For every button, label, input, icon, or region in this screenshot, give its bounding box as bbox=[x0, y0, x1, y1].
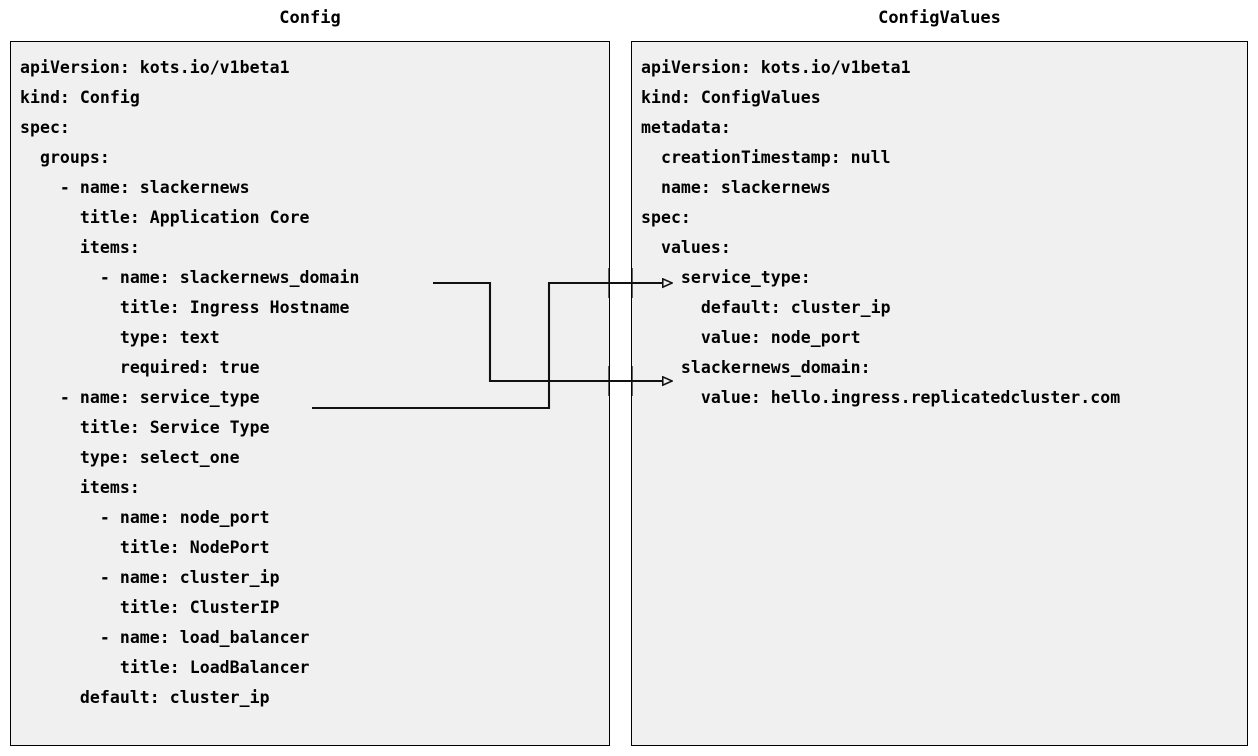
config-yaml-panel: apiVersion: kots.io/v1beta1 kind: Config… bbox=[10, 41, 610, 746]
config-yaml-text: apiVersion: kots.io/v1beta1 kind: Config… bbox=[20, 58, 360, 707]
config-panel-title: Config bbox=[279, 8, 341, 28]
configvalues-yaml-panel: apiVersion: kots.io/v1beta1 kind: Config… bbox=[631, 41, 1248, 746]
configvalues-panel-title: ConfigValues bbox=[878, 8, 1001, 28]
configvalues-yaml-text: apiVersion: kots.io/v1beta1 kind: Config… bbox=[641, 58, 1121, 407]
